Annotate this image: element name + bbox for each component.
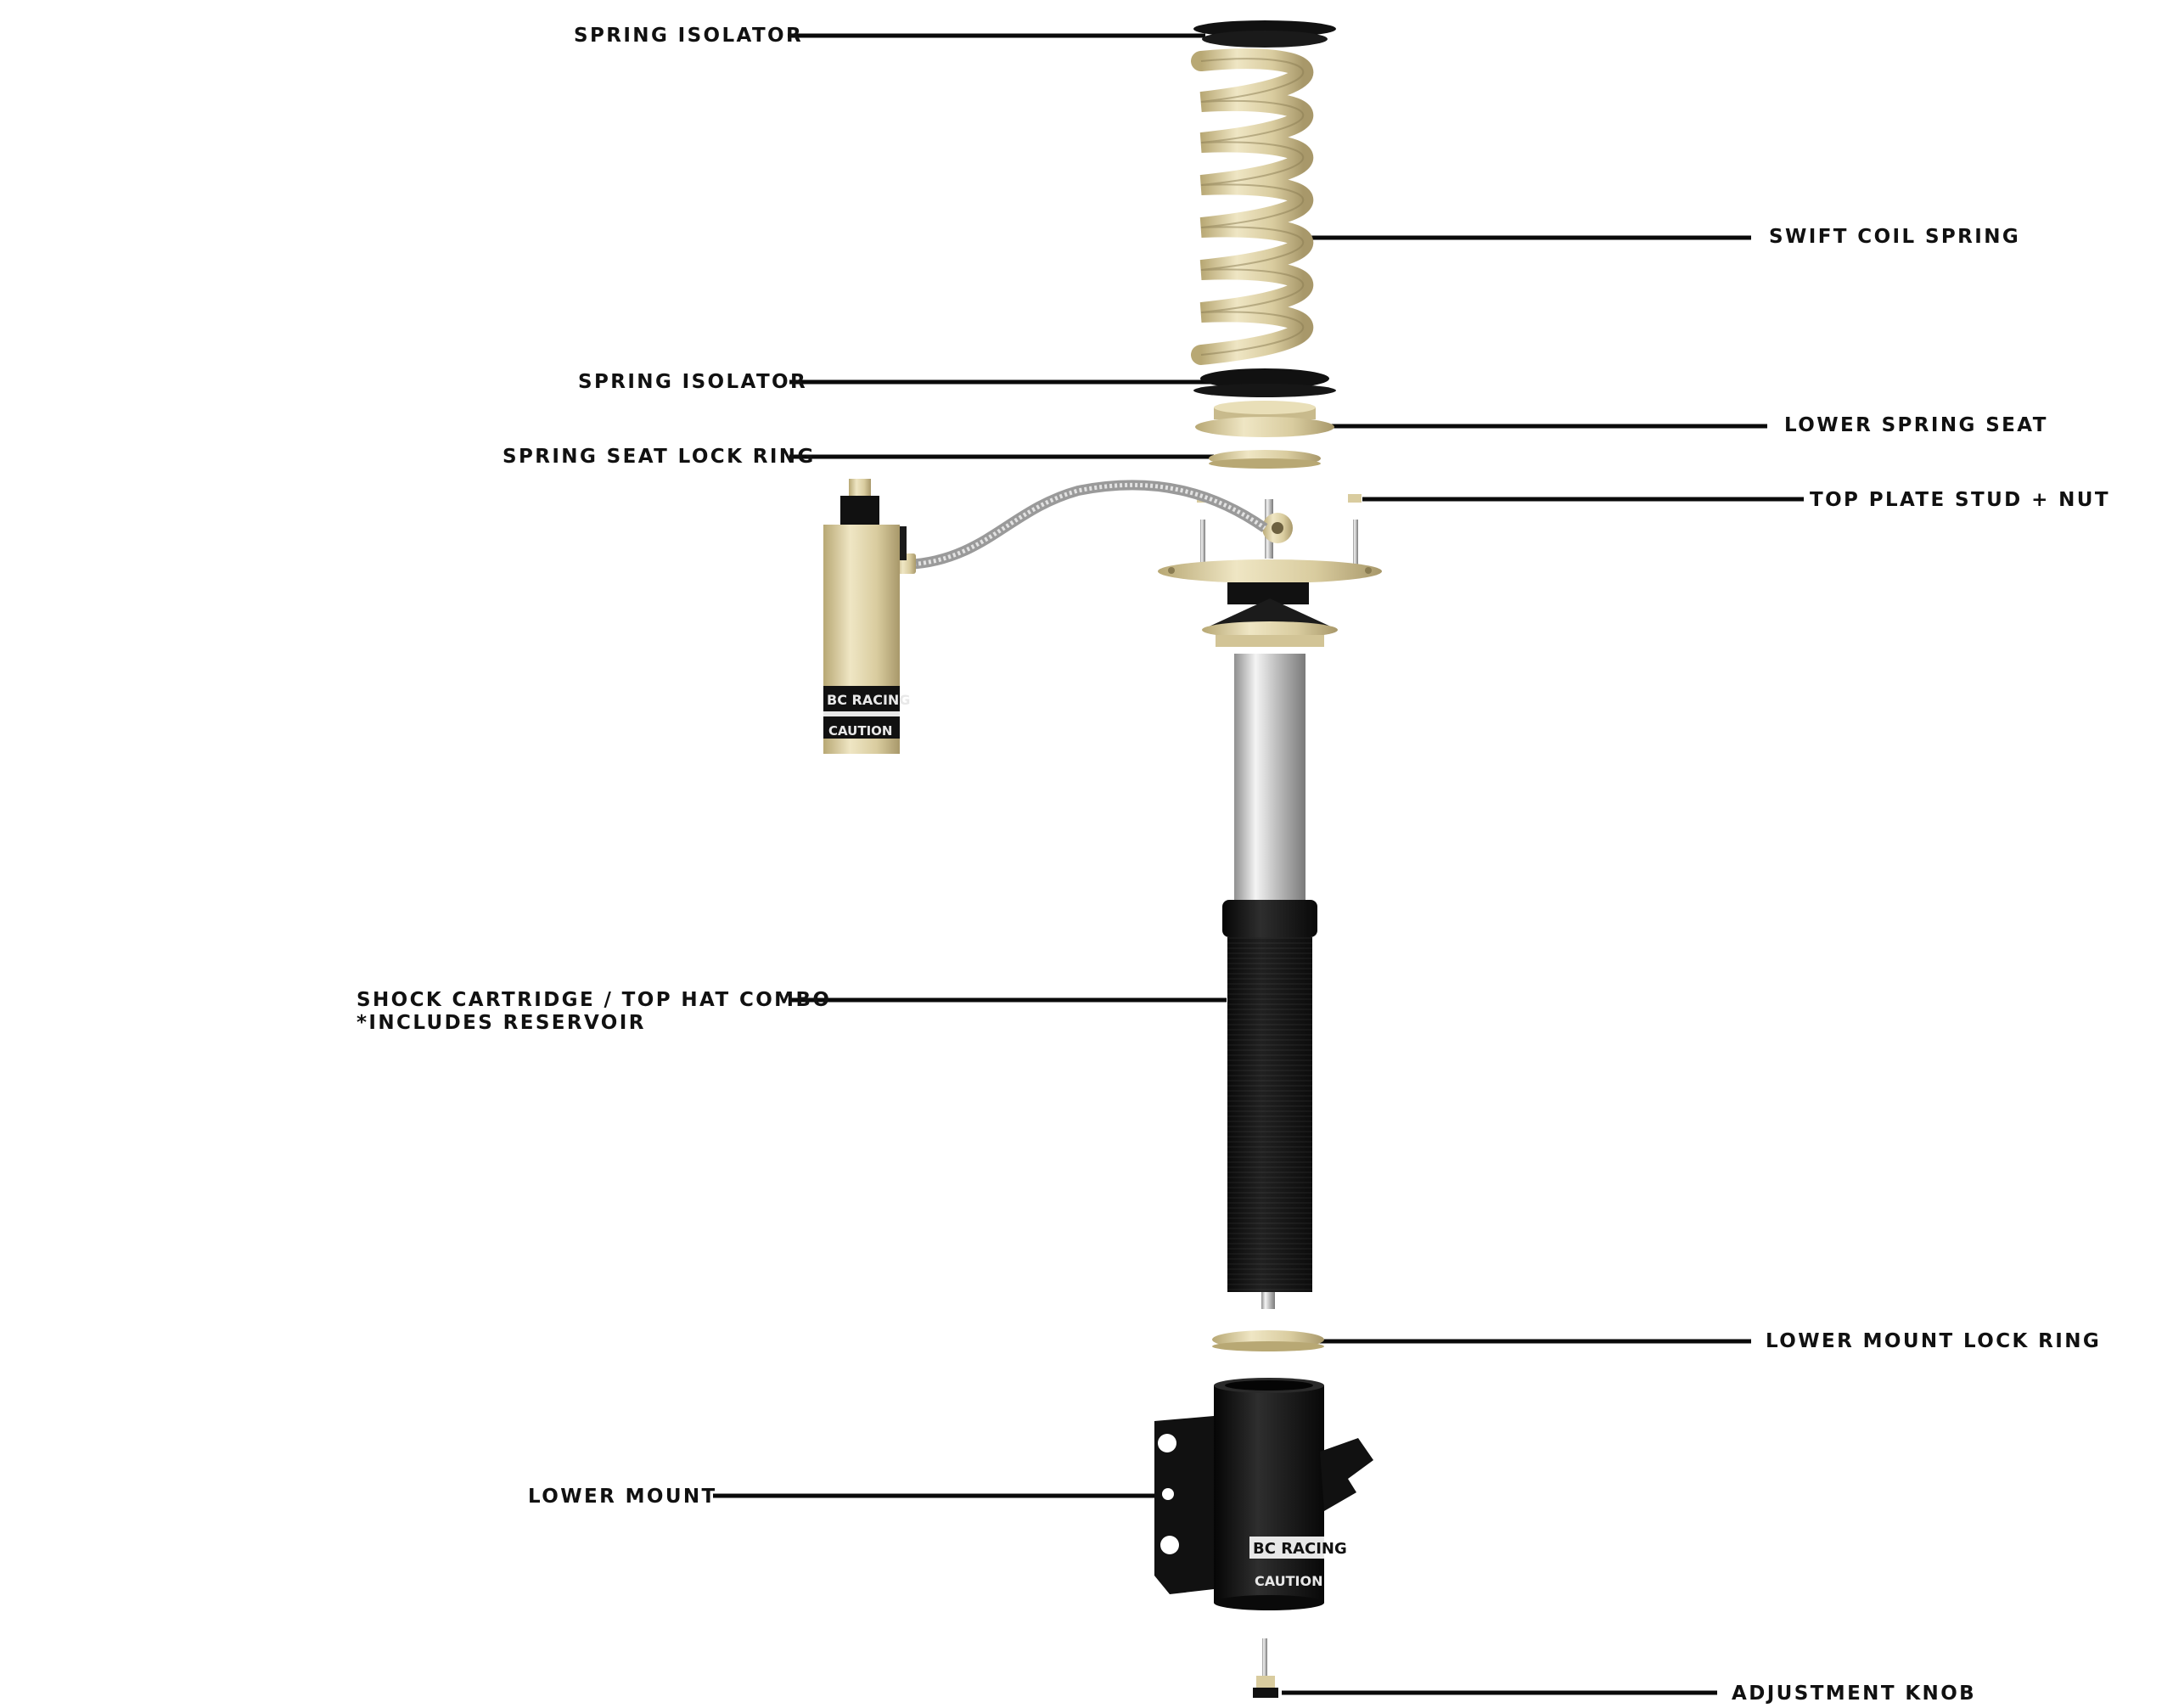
label-spring-isolator-top: SPRING ISOLATOR: [574, 25, 804, 47]
label-lower-mount: LOWER MOUNT: [528, 1486, 717, 1508]
label-lower-mount-lock-ring: LOWER MOUNT LOCK RING: [1766, 1330, 2102, 1352]
coil-spring: [1191, 48, 1313, 365]
label-spring-seat-lock-ring: SPRING SEAT LOCK RING: [503, 446, 816, 468]
leader-lines: [713, 33, 1804, 1695]
label-shock-cartridge-line1: SHOCK CARTRIDGE / TOP HAT COMBO: [357, 989, 832, 1011]
shock-body: [1222, 900, 1317, 1309]
label-shock-cartridge: SHOCK CARTRIDGE / TOP HAT COMBO *INCLUDE…: [357, 989, 831, 1035]
spring-seat-lock-ring: [1209, 450, 1321, 469]
top-hat-assembly: [1158, 494, 1382, 647]
label-lower-spring-seat: LOWER SPRING SEAT: [1784, 414, 2048, 436]
spring-isolator-bottom: [1193, 368, 1336, 397]
label-adjustment-knob: ADJUSTMENT KNOB: [1732, 1683, 1977, 1705]
label-spring-isolator-bottom: SPRING ISOLATOR: [578, 371, 808, 393]
lower-mount-caution-text: CAUTION: [1255, 1573, 1322, 1589]
label-shock-cartridge-line2: *INCLUDES RESERVOIR: [357, 1012, 646, 1034]
label-swift-coil-spring: SWIFT COIL SPRING: [1769, 226, 2021, 248]
label-top-plate-stud-nut: TOP PLATE STUD + NUT: [1810, 489, 2110, 511]
lower-mount: BC RACING CAUTION: [1154, 1378, 1373, 1610]
lower-mount-lock-ring: [1212, 1330, 1324, 1351]
lower-mount-brand-text: BC RACING: [1253, 1540, 1347, 1558]
reservoir-brand-text: BC RACING: [827, 692, 910, 708]
reservoir-canister: BC RACING CAUTION: [823, 479, 910, 754]
shock-shaft: [1234, 654, 1305, 900]
spring-isolator-top: [1193, 20, 1336, 48]
reservoir-caution-text: CAUTION: [828, 723, 892, 739]
lower-spring-seat: [1195, 401, 1334, 437]
adjustment-knob: [1253, 1638, 1278, 1698]
reservoir-hose: [896, 480, 1268, 574]
